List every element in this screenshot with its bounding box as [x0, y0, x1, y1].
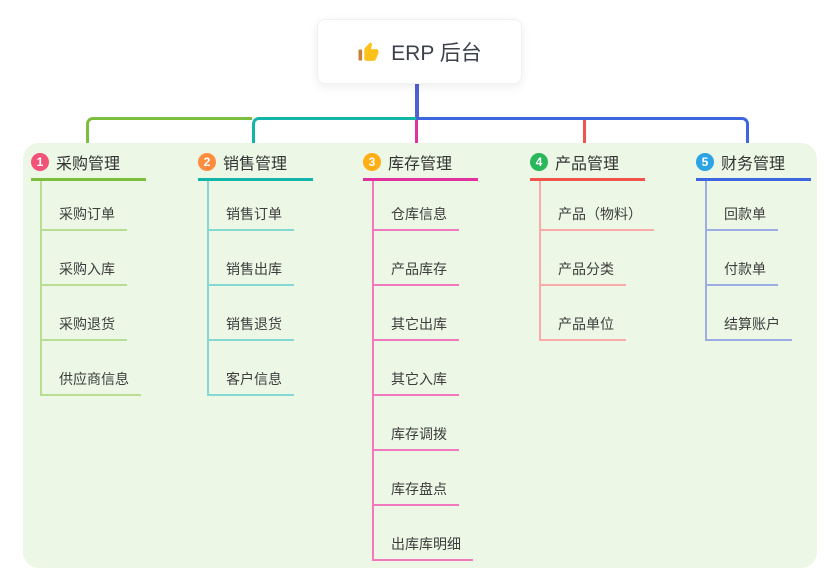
connector-root — [415, 84, 419, 120]
child-node[interactable]: 回款单 — [707, 181, 778, 231]
connector-branch-5 — [418, 117, 749, 143]
branch-children: 采购订单采购入库采购退货供应商信息 — [40, 181, 141, 396]
child-node[interactable]: 产品单位 — [541, 286, 626, 341]
child-node[interactable]: 产品（物料） — [541, 181, 654, 231]
child-node[interactable]: 采购订单 — [42, 181, 127, 231]
branch-title-5[interactable]: 5 财务管理 — [696, 150, 811, 181]
child-node[interactable]: 库存调拨 — [374, 396, 459, 451]
root-node[interactable]: ERP 后台 — [317, 19, 522, 84]
child-node[interactable]: 结算账户 — [707, 286, 792, 341]
child-node[interactable]: 产品分类 — [541, 231, 626, 286]
thumbs-up-icon — [357, 40, 381, 64]
branch-title-3[interactable]: 3 库存管理 — [363, 150, 478, 181]
branch-title-2[interactable]: 2 销售管理 — [198, 150, 313, 181]
branch-title-4[interactable]: 4 产品管理 — [530, 150, 645, 181]
root-title: ERP 后台 — [391, 41, 482, 65]
child-node[interactable]: 付款单 — [707, 231, 778, 286]
branch-children: 销售订单销售出库销售退货客户信息 — [207, 181, 294, 396]
branch-number-badge: 2 — [198, 153, 216, 171]
child-node[interactable]: 出库库明细 — [374, 506, 473, 561]
child-node[interactable]: 销售出库 — [209, 231, 294, 286]
child-node[interactable]: 其它出库 — [374, 286, 459, 341]
branch-title-label: 采购管理 — [56, 156, 121, 173]
branch-title-label: 财务管理 — [721, 156, 786, 173]
branch-children: 产品（物料）产品分类产品单位 — [539, 181, 654, 341]
child-node[interactable]: 供应商信息 — [42, 341, 141, 396]
branch-number-badge: 3 — [363, 153, 381, 171]
branch-number-badge: 1 — [31, 153, 49, 171]
branch-title-label: 产品管理 — [555, 156, 620, 173]
connector-branch-4 — [583, 120, 586, 143]
child-node[interactable]: 销售订单 — [209, 181, 294, 231]
child-node[interactable]: 库存盘点 — [374, 451, 459, 506]
branch-2: 2 销售管理销售订单销售出库销售退货客户信息 — [198, 150, 313, 396]
child-node[interactable]: 客户信息 — [209, 341, 294, 396]
branch-5: 5 财务管理回款单付款单结算账户 — [696, 150, 811, 341]
branch-title-label: 库存管理 — [388, 156, 453, 173]
branch-number-badge: 5 — [696, 153, 714, 171]
child-node[interactable]: 采购入库 — [42, 231, 127, 286]
branch-3: 3 库存管理仓库信息产品库存其它出库其它入库库存调拨库存盘点出库库明细 — [363, 150, 478, 561]
branch-1: 1 采购管理采购订单采购入库采购退货供应商信息 — [31, 150, 146, 396]
branch-children: 回款单付款单结算账户 — [705, 181, 792, 341]
branch-4: 4 产品管理产品（物料）产品分类产品单位 — [530, 150, 654, 341]
branch-number-badge: 4 — [530, 153, 548, 171]
child-node[interactable]: 采购退货 — [42, 286, 127, 341]
child-node[interactable]: 销售退货 — [209, 286, 294, 341]
connector-branch-2 — [252, 117, 416, 143]
child-node[interactable]: 其它入库 — [374, 341, 459, 396]
branch-children: 仓库信息产品库存其它出库其它入库库存调拨库存盘点出库库明细 — [372, 181, 473, 561]
connector-branch-3 — [415, 120, 418, 143]
branches-panel — [23, 143, 817, 568]
branch-title-label: 销售管理 — [223, 156, 288, 173]
child-node[interactable]: 仓库信息 — [374, 181, 459, 231]
connector-branch-1 — [86, 117, 252, 143]
branch-title-1[interactable]: 1 采购管理 — [31, 150, 146, 181]
child-node[interactable]: 产品库存 — [374, 231, 459, 286]
